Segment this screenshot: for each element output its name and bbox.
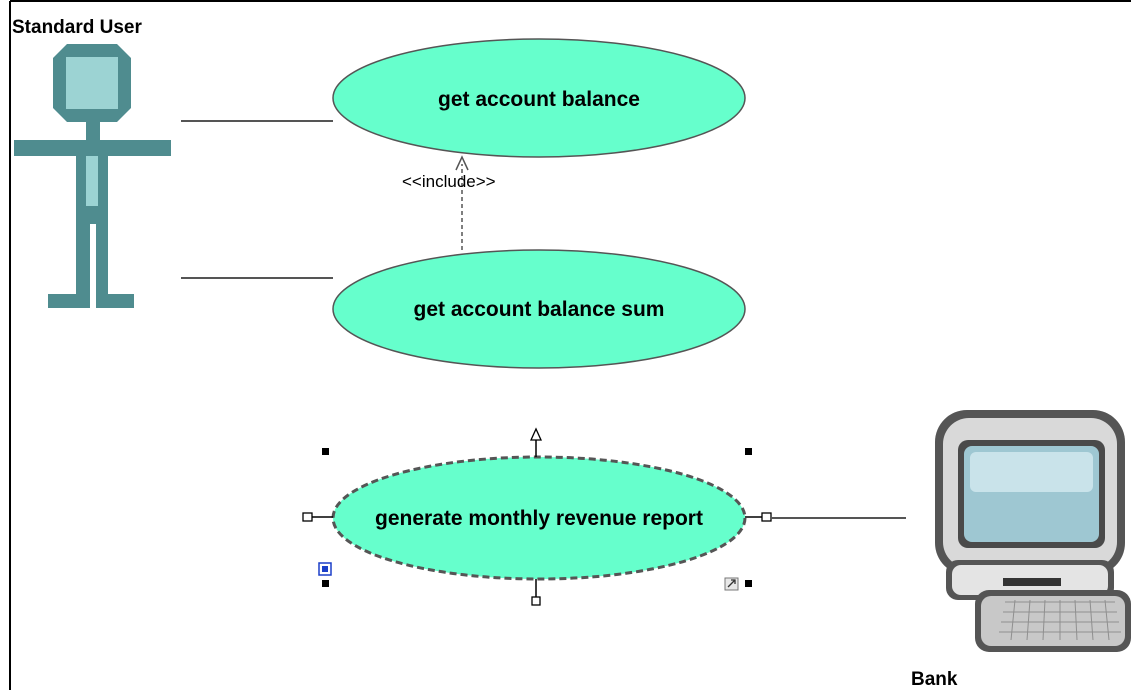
actor-label-standard-user: Standard User xyxy=(12,17,142,38)
navigate-link-icon[interactable] xyxy=(724,577,739,591)
connector-port-top[interactable] xyxy=(529,427,543,457)
selection-handles[interactable] xyxy=(322,448,752,587)
connector-port-left[interactable] xyxy=(302,512,333,522)
expand-toggle-icon[interactable] xyxy=(318,562,332,576)
use-case-get-account-balance-sum[interactable]: get account balance sum xyxy=(332,249,746,369)
resize-handle-top-right[interactable] xyxy=(745,448,752,455)
use-case-label: get account balance sum xyxy=(414,298,665,321)
use-case-label: generate monthly revenue report xyxy=(375,507,703,530)
connector-port-bottom[interactable] xyxy=(531,579,541,606)
actor-standard-user[interactable]: Standard User xyxy=(12,17,171,308)
resize-handle-bottom-right[interactable] xyxy=(745,580,752,587)
include-stereotype-label: <<include>> xyxy=(402,172,496,191)
connector-port-right[interactable] xyxy=(745,512,772,522)
stick-figure-icon xyxy=(14,44,171,308)
actor-label-bank: Bank xyxy=(911,669,958,690)
resize-handle-bottom-left[interactable] xyxy=(322,580,329,587)
use-case-label: get account balance xyxy=(438,88,640,111)
use-case-generate-monthly-revenue-report[interactable]: generate monthly revenue report xyxy=(331,455,747,581)
include-dependency[interactable] xyxy=(455,155,469,250)
use-case-get-account-balance[interactable]: get account balance xyxy=(332,38,746,158)
computer-icon xyxy=(935,410,1131,652)
actor-bank[interactable]: Bank xyxy=(911,410,1131,690)
resize-handle-top-left[interactable] xyxy=(322,448,329,455)
